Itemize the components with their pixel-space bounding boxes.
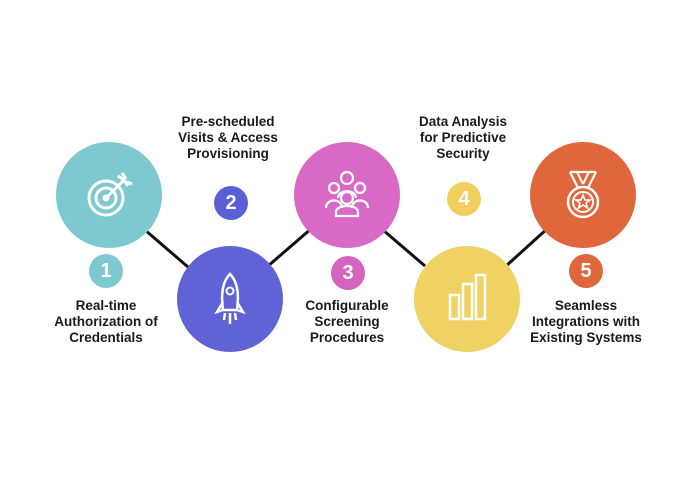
step-2-circle bbox=[177, 246, 283, 352]
step-1-number: 1 bbox=[100, 259, 112, 282]
step-4-label-line-2: for Predictive bbox=[419, 130, 507, 145]
target-icon bbox=[87, 172, 133, 217]
step-2-number-badge: 2 bbox=[214, 186, 248, 220]
step-3-label-line-1: Configurable bbox=[305, 298, 389, 313]
step-1-label: Real-time Authorization of Credentials bbox=[31, 298, 181, 346]
step-3-label-line-3: Procedures bbox=[309, 330, 385, 345]
step-5-number-badge: 5 bbox=[569, 254, 603, 288]
step-2-label-line-1: Pre-scheduled bbox=[181, 114, 275, 129]
step-5-number: 5 bbox=[580, 259, 592, 282]
step-5-label: Seamless Integrations with Existing Syst… bbox=[511, 298, 661, 346]
bar-chart-icon bbox=[448, 273, 487, 321]
rocket-icon bbox=[214, 272, 246, 324]
step-3-number-badge: 3 bbox=[331, 256, 365, 290]
step-4-number: 4 bbox=[458, 187, 470, 210]
step-2-label: Pre-scheduled Visits & Access Provisioni… bbox=[153, 114, 303, 162]
step-4-label: Data Analysis for Predictive Security bbox=[388, 114, 538, 162]
connector-line-4-5 bbox=[504, 226, 550, 268]
step-1-number-badge: 1 bbox=[89, 254, 123, 288]
step-5-label-line-1: Seamless bbox=[554, 298, 618, 313]
step-2-number: 2 bbox=[225, 191, 237, 214]
step-4-label-line-1: Data Analysis bbox=[418, 114, 508, 129]
step-3-label-line-2: Screening bbox=[314, 314, 380, 329]
step-2-label-line-3: Provisioning bbox=[187, 146, 269, 161]
connector-line-2-3 bbox=[267, 226, 313, 268]
step-5-label-line-3: Existing Systems bbox=[530, 330, 642, 345]
step-3-number: 3 bbox=[342, 261, 354, 284]
connector-line-1-2 bbox=[144, 228, 189, 269]
step-1-label-line-2: Authorization of bbox=[54, 314, 158, 329]
step-5-label-line-2: Integrations with bbox=[532, 314, 640, 329]
step-4-number-badge: 4 bbox=[447, 182, 481, 216]
step-5-circle bbox=[530, 142, 636, 248]
step-1-circle bbox=[56, 142, 162, 248]
step-3-circle bbox=[294, 142, 400, 248]
step-1-label-line-1: Real-time bbox=[75, 298, 137, 313]
step-4-label-line-3: Security bbox=[436, 146, 490, 161]
people-group-icon bbox=[324, 170, 370, 218]
connector-line-3-4 bbox=[382, 228, 426, 268]
medal-icon bbox=[566, 170, 600, 219]
step-4-circle bbox=[414, 246, 520, 352]
step-1-label-line-3: Credentials bbox=[69, 330, 143, 345]
step-2-label-line-2: Visits & Access bbox=[178, 130, 278, 145]
step-3-label: Configurable Screening Procedures bbox=[272, 298, 422, 346]
